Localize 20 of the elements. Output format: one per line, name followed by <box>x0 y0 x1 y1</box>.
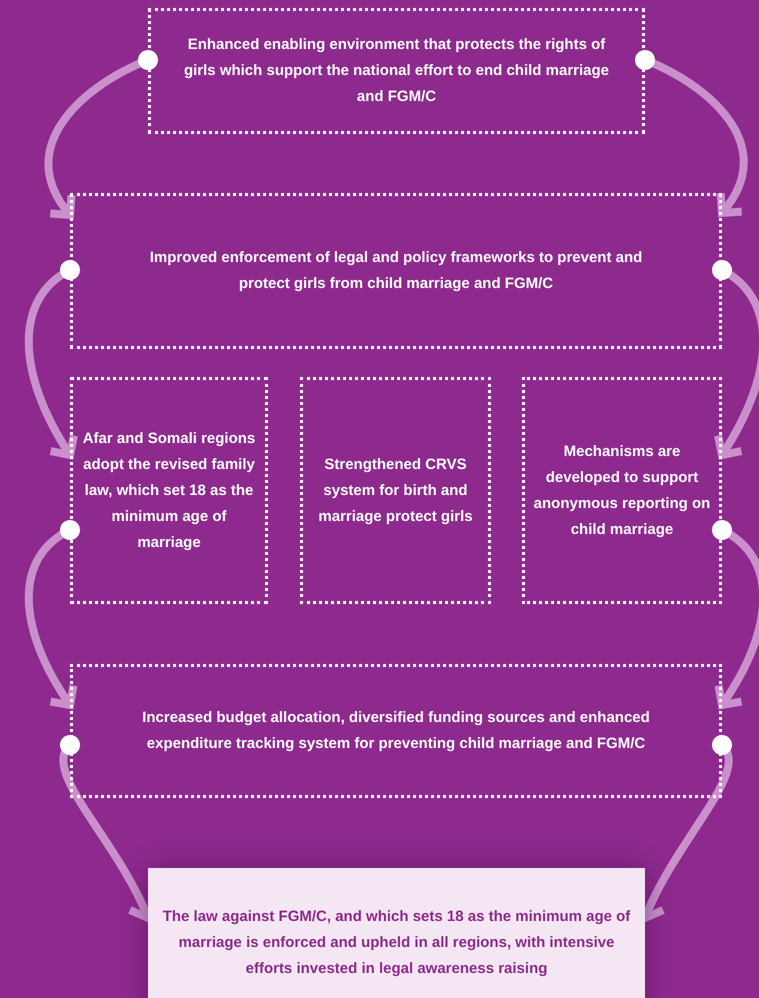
curved-arrow <box>24 520 80 709</box>
box-text: Increased budget allocation, diversified funding sources and enhanced expenditure tracking system for preventing child marriage and FGM/C <box>141 708 651 754</box>
box-text: Enhanced enabling environment that protects the rights of girls which support the national effort to end child marriage and FGM/C <box>182 35 610 107</box>
result-box <box>522 377 722 604</box>
curved-arrow <box>712 520 759 709</box>
box-text: Mechanisms are developed to support anonymous reporting on child marriage <box>533 442 711 540</box>
result-box <box>148 8 645 134</box>
result-box <box>70 193 722 349</box>
box-text: Strengthened CRVS system for birth and marriage protect girls <box>317 454 474 526</box>
curved-arrow <box>44 50 158 219</box>
result-box <box>70 664 722 798</box>
box-text: The law against FGM/C, and which sets 18 as the minimum age of marriage is enforced and upheld in all regions, with intensive efforts invested in legal awareness raising <box>162 907 631 979</box>
curved-arrow <box>712 260 759 459</box>
result-box <box>70 377 268 604</box>
outcome-box <box>148 868 645 998</box>
curved-arrow <box>635 50 748 217</box>
box-text: Afar and Somali regions adopt the revised family law, which set 18 as the minimum age of marriage <box>82 428 256 552</box>
result-box <box>300 377 491 604</box>
box-text: Improved enforcement of legal and policy frameworks to prevent and protect girls from child marriage and FGM/C <box>148 248 644 294</box>
curved-arrow <box>24 260 80 459</box>
